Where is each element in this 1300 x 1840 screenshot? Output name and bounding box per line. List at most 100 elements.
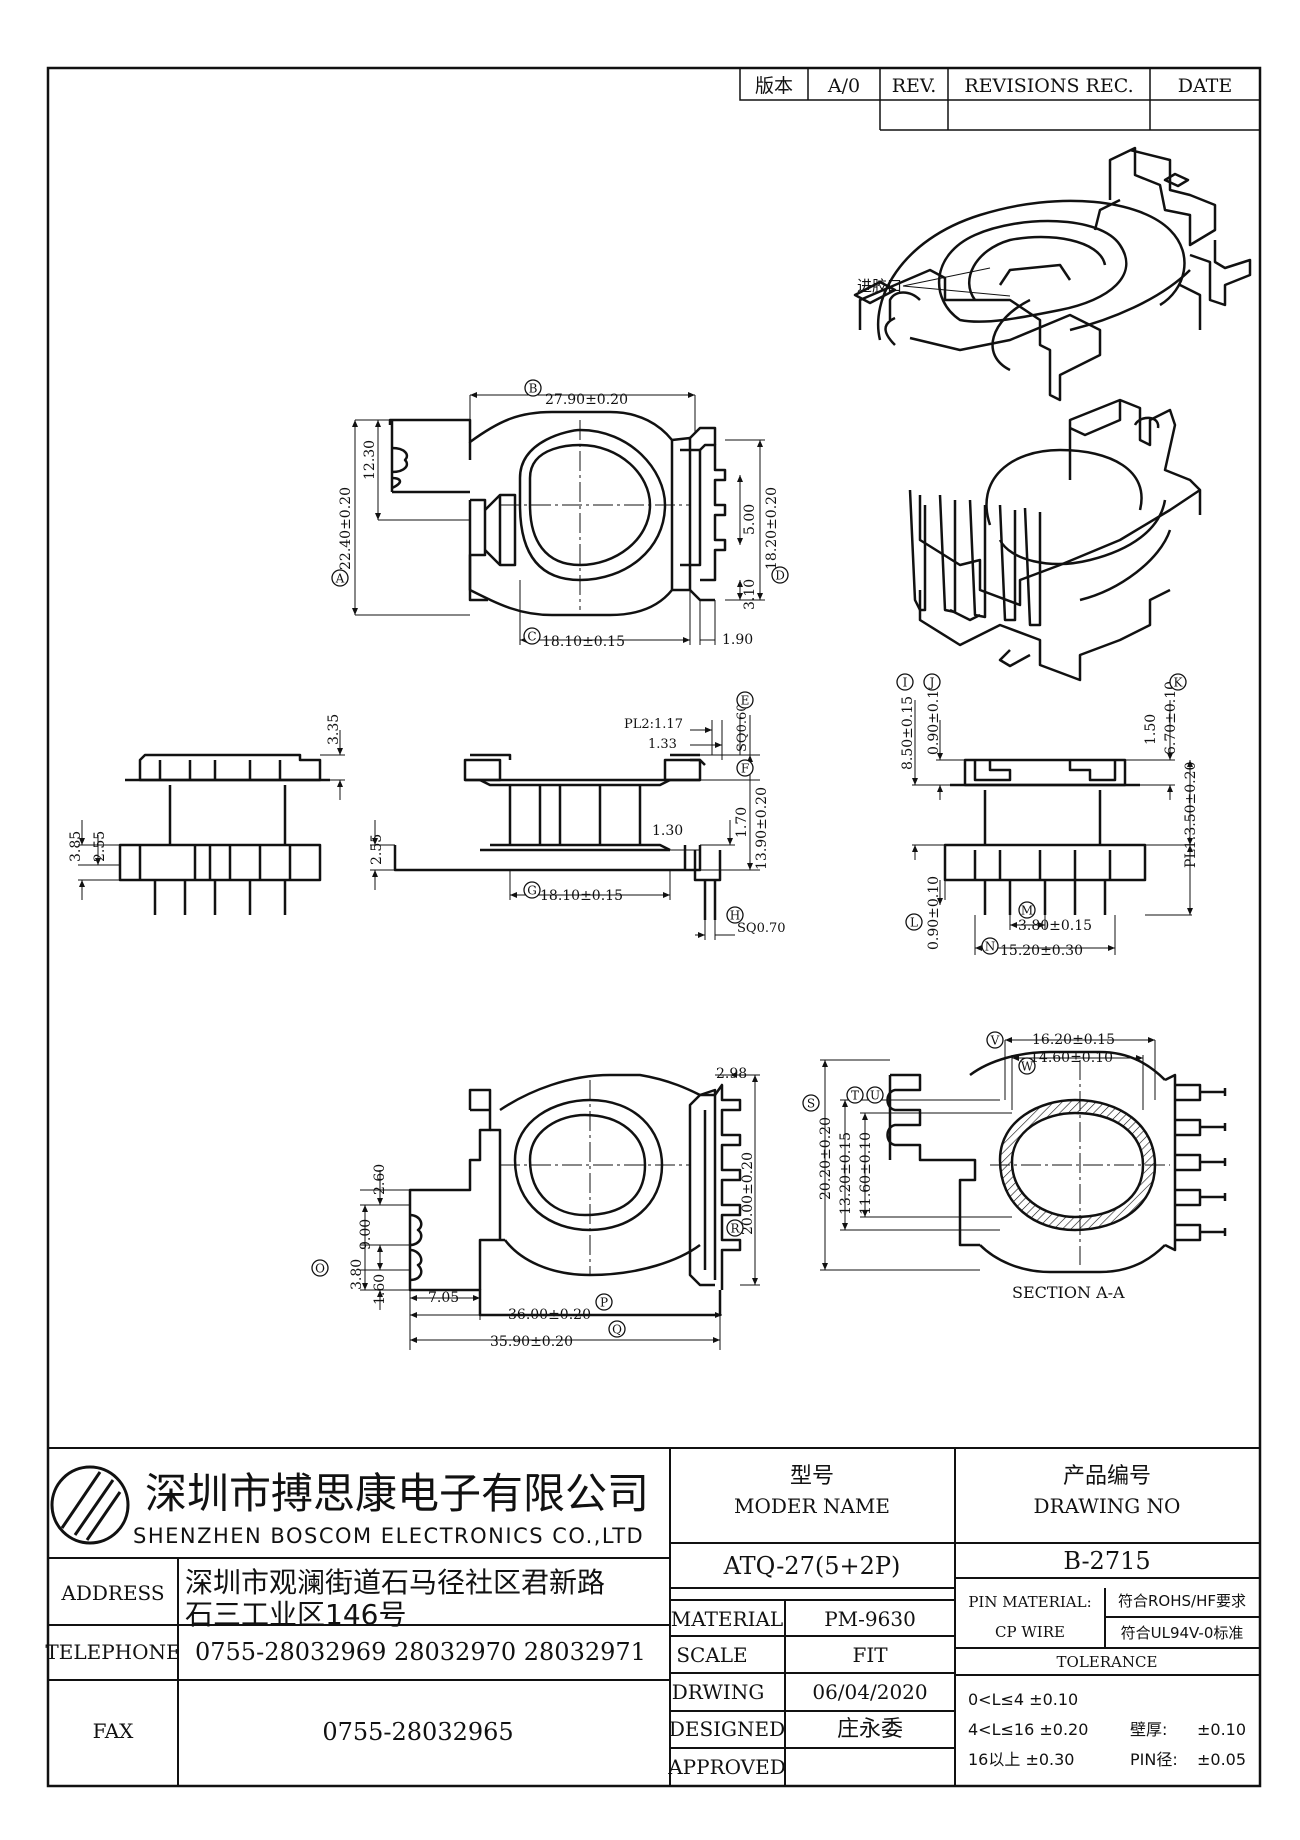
section-dim-W-text: 14.60±0.10	[1030, 1050, 1113, 1066]
dim-A-text: 22.40±0.20	[338, 487, 354, 570]
side-dim-left-text: 2.55	[369, 834, 385, 865]
bottom-dim-380-text: 3.80	[349, 1259, 365, 1290]
company-name-cn: 深圳市搏思康电子有限公司	[145, 1469, 649, 1518]
dim-pin-width-text: 1.90	[722, 632, 753, 648]
revisions-label: REVISIONS REC.	[964, 75, 1133, 97]
pin-material-value: CP WIRE	[995, 1623, 1065, 1641]
marker-label-v: V	[990, 1034, 1000, 1048]
scale-label: SCALE	[676, 1643, 747, 1667]
right-view	[943, 758, 1147, 915]
bottom-dim-260-text: 2.60	[372, 1164, 388, 1195]
marker-circle-l	[905, 913, 923, 931]
front-dim-left-inner-text: 2.55	[92, 831, 108, 862]
model-name-en: MODER NAME	[734, 1494, 890, 1518]
wall-thickness-value: ±0.10	[1197, 1720, 1246, 1739]
material-label: MATERIAL	[671, 1607, 783, 1631]
tolerance-label: TOLERANCE	[1057, 1653, 1158, 1671]
marker-circle-b	[524, 379, 542, 397]
right-dim-K-text: 6.70±0.10	[1163, 681, 1179, 755]
marker-label-l: L	[910, 916, 918, 930]
marker-label-n: N	[985, 940, 996, 954]
side-dim-130-text: 1.30	[652, 823, 683, 839]
revision-table	[739, 67, 1261, 131]
company-name-en: SHENZHEN BOSCOM ELECTRONICS CO.,LTD	[133, 1524, 644, 1548]
marker-circle-m	[1018, 901, 1036, 919]
marker-label-a: A	[335, 572, 345, 586]
dim-C-text: 18.10±0.15	[542, 634, 625, 650]
front-dim-top-text: 3.35	[326, 714, 342, 745]
bottom-view-centerlines	[500, 1080, 690, 1275]
section-dim-inner-text: 11.60±0.10	[858, 1132, 874, 1215]
company-logo	[50, 1465, 130, 1545]
section-caption: SECTION A-A	[1012, 1283, 1125, 1302]
address-label: ADDRESS	[60, 1581, 164, 1605]
marker-label-f: F	[741, 762, 749, 776]
bottom-dim-R-text: 20.00±0.20	[740, 1152, 756, 1235]
material-value: PM-9630	[824, 1607, 916, 1631]
marker-circle-u	[866, 1086, 884, 1104]
marker-circle-k	[1169, 673, 1187, 691]
designed-value: 庄永委	[837, 1717, 903, 1742]
top-view	[388, 410, 727, 617]
bottom-view	[408, 1073, 742, 1317]
marker-label-s: S	[807, 1097, 815, 1111]
drawing-border	[46, 66, 1262, 1788]
isometric-view-bottom	[908, 398, 1202, 682]
scale-value: FIT	[852, 1643, 888, 1667]
marker-label-q: Q	[612, 1323, 622, 1337]
ul-note: 符合UL94V-0标准	[1121, 1624, 1244, 1642]
side-pl2-text: PL2:1.17	[624, 717, 683, 732]
side-dim-133-text: 1.33	[648, 737, 677, 752]
front-view	[118, 753, 330, 915]
tolerance-row-3: 16以上 ±0.30	[968, 1750, 1074, 1769]
rev-version-value: A/0	[827, 75, 860, 97]
marker-circle-t	[846, 1086, 864, 1104]
marker-circle-e	[736, 691, 754, 709]
rohs-note: 符合ROHS/HF要求	[1118, 1592, 1246, 1610]
bottom-dim-298-text: 2.98	[716, 1066, 747, 1082]
bottom-dim-P-text: 36.00±0.20	[508, 1307, 591, 1323]
approved-label: APPROVED	[667, 1755, 786, 1779]
top-view-centerlines	[500, 420, 690, 610]
gate-leader-2	[902, 285, 1011, 297]
side-dim-F-text: 13.90±0.20	[754, 787, 770, 870]
gate-label: 进胶口	[857, 277, 902, 295]
marker-circle-d	[771, 566, 789, 584]
drawing-no-en: DRAWING NO	[1034, 1494, 1181, 1518]
rev-version-label: 版本	[755, 75, 793, 97]
marker-circle-p	[595, 1293, 613, 1311]
marker-circle-c	[523, 627, 541, 645]
marker-label-h: H	[730, 909, 740, 923]
fax-value: 0755-28032965	[322, 1718, 513, 1746]
right-dim-top-text: 8.50±0.15	[900, 696, 916, 770]
marker-circle-h	[726, 906, 744, 924]
marker-label-c: C	[527, 630, 536, 644]
marker-circle-r	[726, 1219, 744, 1237]
bottom-dim-160-text: 1.60	[372, 1274, 388, 1305]
pin-diameter-label: PIN径:	[1130, 1750, 1178, 1769]
marker-label-p: P	[600, 1296, 608, 1310]
section-dims	[820, 1037, 1156, 1271]
fax-label: FAX	[93, 1719, 135, 1743]
marker-circle-v	[986, 1031, 1004, 1049]
marker-circle-o	[311, 1259, 329, 1277]
bottom-dim-Q-text: 35.90±0.20	[490, 1334, 573, 1350]
marker-label-k: K	[1174, 676, 1184, 690]
dim-D-text: 18.20±0.20	[764, 487, 780, 570]
pin-diameter-value: ±0.05	[1197, 1750, 1246, 1769]
marker-circle-j	[923, 673, 941, 691]
marker-label-w: W	[1021, 1060, 1034, 1074]
marker-label-o: O	[315, 1262, 325, 1276]
rev-label: REV.	[892, 75, 937, 97]
drawing-date: 06/04/2020	[812, 1680, 927, 1704]
marker-circle-g	[523, 881, 541, 899]
marker-circle-n	[981, 937, 999, 955]
marker-label-i: I	[903, 676, 908, 690]
section-dim-mid-text: 13.20±0.15	[838, 1132, 854, 1215]
tolerance-row-2: 4<L≤16 ±0.20	[968, 1720, 1088, 1739]
marker-label-m: M	[1021, 904, 1033, 918]
marker-circle-w	[1018, 1057, 1036, 1075]
drawing-label: DRWING	[672, 1680, 765, 1704]
right-dim-bottom-flange-text: 0.90±0.10	[926, 876, 942, 950]
right-dim-flange-text: 0.90±0.15	[926, 681, 942, 755]
